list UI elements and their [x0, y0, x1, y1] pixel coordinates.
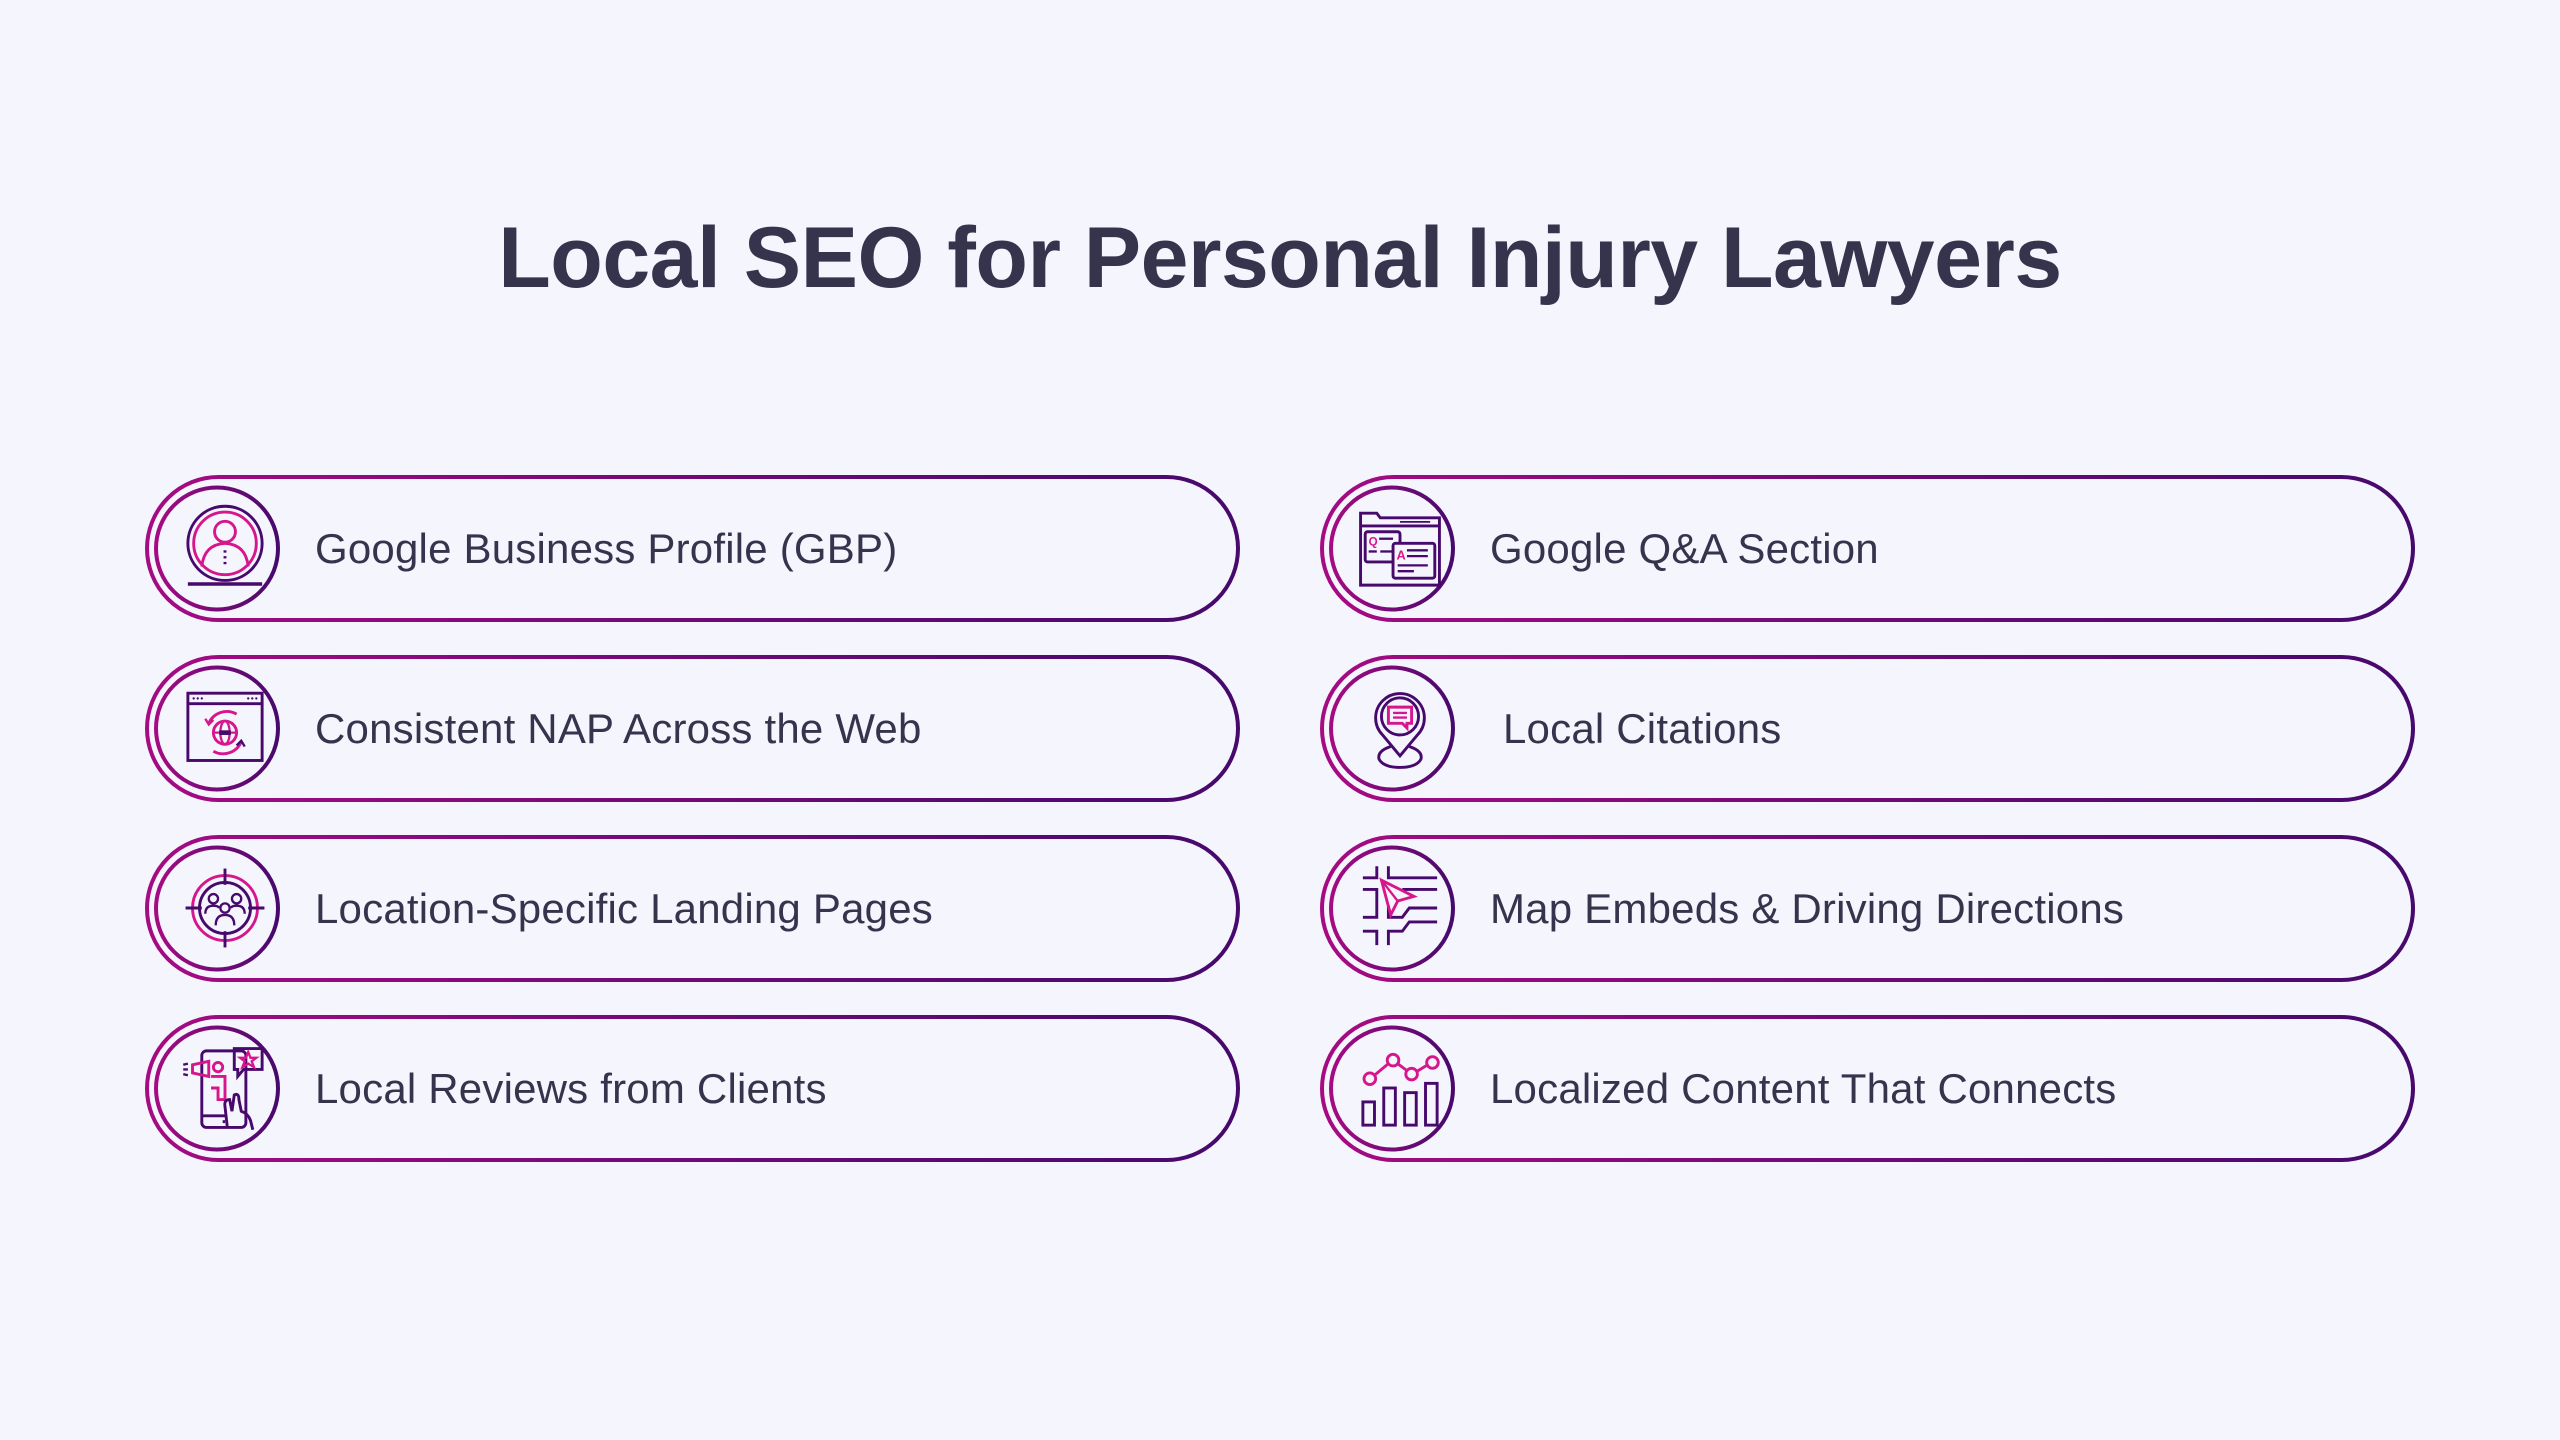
- pill-frame: [1320, 835, 2415, 982]
- item-map-embeds: Map Embeds & Driving Directions: [1320, 835, 2415, 982]
- item-label: Map Embeds & Driving Directions: [1490, 885, 2125, 932]
- qa-window-icon: Q A: [1359, 511, 1441, 587]
- browser-globe-sync-icon: [186, 691, 264, 762]
- page-title: Local SEO for Personal Injury Lawyers: [498, 210, 2062, 306]
- target-audience-icon: [185, 868, 265, 948]
- profile-badge-icon: [186, 504, 264, 586]
- map-navigation-icon: [1362, 866, 1438, 946]
- item-location-landing-pages: Location-Specific Landing Pages: [145, 835, 1240, 982]
- item-label: Google Business Profile (GBP): [315, 525, 898, 572]
- item-label: Consistent NAP Across the Web: [315, 705, 922, 752]
- phone-review-star-icon: [182, 1047, 264, 1131]
- map-pin-chat-icon: [1374, 692, 1426, 769]
- pill-frame: [1320, 655, 2415, 802]
- item-local-citations: Local Citations: [1320, 655, 2415, 802]
- pill-frame: [1320, 1015, 2415, 1162]
- item-label: Local Reviews from Clients: [315, 1065, 827, 1112]
- pill-frame: [145, 475, 1240, 622]
- svg-text:Q: Q: [1369, 536, 1378, 549]
- item-google-qa: Q A Google Q&A Section: [1320, 475, 2415, 622]
- item-google-business-profile: Google Business Profile (GBP): [145, 475, 1240, 622]
- item-consistent-nap: Consistent NAP Across the Web: [145, 655, 1240, 802]
- item-label: Location-Specific Landing Pages: [315, 885, 933, 932]
- svg-text:A: A: [1397, 548, 1406, 563]
- pill-frame: [145, 655, 1240, 802]
- pill-frame: [145, 835, 1240, 982]
- pill-frame: [1320, 475, 2415, 622]
- item-label: Local Citations: [1503, 705, 1782, 752]
- item-localized-content: Localized Content That Connects: [1320, 1015, 2415, 1162]
- analytics-chart-icon: [1361, 1052, 1440, 1127]
- item-label: Localized Content That Connects: [1490, 1065, 2117, 1112]
- item-local-reviews: Local Reviews from Clients: [145, 1015, 1240, 1162]
- item-label: Google Q&A Section: [1490, 525, 1879, 572]
- pill-frame: [145, 1015, 1240, 1162]
